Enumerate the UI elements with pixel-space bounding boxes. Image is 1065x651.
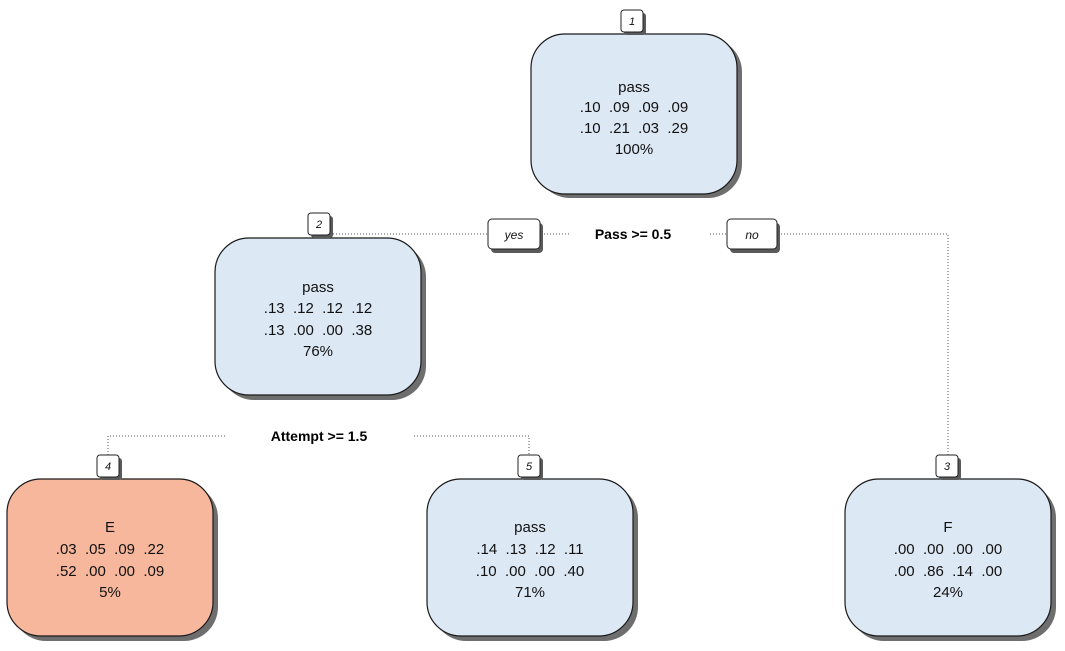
node-1-probs-row1: .10 .09 .09 .09 — [580, 99, 688, 116]
tree-node-4: E .03 .05 .09 .22 .52 .00 .00 .09 5% — [6, 478, 218, 641]
node-4-probs-row2: .52 .00 .00 .09 — [56, 563, 164, 580]
branch-no-label: no — [726, 218, 780, 253]
node-number-1-text: 1 — [629, 16, 635, 28]
node-5-probs-row1: .14 .13 .12 .11 — [476, 541, 583, 558]
node-number-2: 2 — [307, 212, 333, 238]
node-number-2-text: 2 — [315, 219, 322, 231]
node-number-3: 3 — [935, 454, 961, 480]
branch-no-text: no — [745, 228, 759, 242]
tree-node-1: pass .10 .09 .09 .09 .10 .21 .03 .29 100… — [530, 33, 742, 198]
node-5-percent: 71% — [515, 584, 545, 601]
node-5-probs-row2: .10 .00 .00 .40 — [476, 563, 584, 580]
edge-1-to-3-rest — [778, 233, 949, 455]
tree-node-2: pass .13 .12 .12 .12 .13 .00 .00 .38 76% — [214, 237, 426, 400]
node-number-5: 5 — [517, 454, 543, 480]
split-label-node-1: Pass >= 0.5 — [595, 226, 672, 242]
branch-yes-label: yes — [487, 218, 543, 253]
node-2-percent: 76% — [303, 343, 333, 360]
node-3-percent: 24% — [933, 584, 963, 601]
node-4-percent: 5% — [99, 584, 121, 601]
node-number-4: 4 — [96, 454, 122, 480]
branch-yes-text: yes — [504, 228, 524, 242]
node-3-probs-row2: .00 .86 .14 .00 — [894, 563, 1002, 580]
tree-edges — [107, 233, 949, 455]
node-1-probs-row2: .10 .21 .03 .29 — [580, 120, 688, 137]
node-2-probs-row1: .13 .12 .12 .12 — [264, 300, 372, 317]
tree-node-3: F .00 .00 .00 .00 .00 .86 .14 .00 24% — [844, 478, 1056, 641]
node-number-1: 1 — [620, 9, 646, 35]
edge-2-to-4 — [107, 435, 226, 455]
node-number-3-text: 3 — [944, 461, 951, 473]
node-2-probs-row2: .13 .00 .00 .38 — [264, 322, 372, 339]
tree-node-5: pass .14 .13 .12 .11 .10 .00 .00 .40 71% — [426, 478, 638, 641]
split-label-node-2: Attempt >= 1.5 — [271, 428, 368, 444]
node-4-probs-row1: .03 .05 .09 .22 — [56, 541, 164, 558]
node-number-5-text: 5 — [526, 461, 533, 473]
node-1-class-label: pass — [618, 79, 650, 96]
node-5-class-label: pass — [514, 519, 546, 536]
node-2-class-label: pass — [302, 279, 334, 296]
node-number-4-text: 4 — [105, 461, 111, 473]
node-4-class-label: E — [105, 519, 115, 536]
node-1-percent: 100% — [615, 141, 653, 158]
edge-2-to-5 — [414, 435, 530, 455]
node-3-class-label: F — [943, 519, 952, 536]
node-3-probs-row1: .00 .00 .00 .00 — [894, 541, 1002, 558]
